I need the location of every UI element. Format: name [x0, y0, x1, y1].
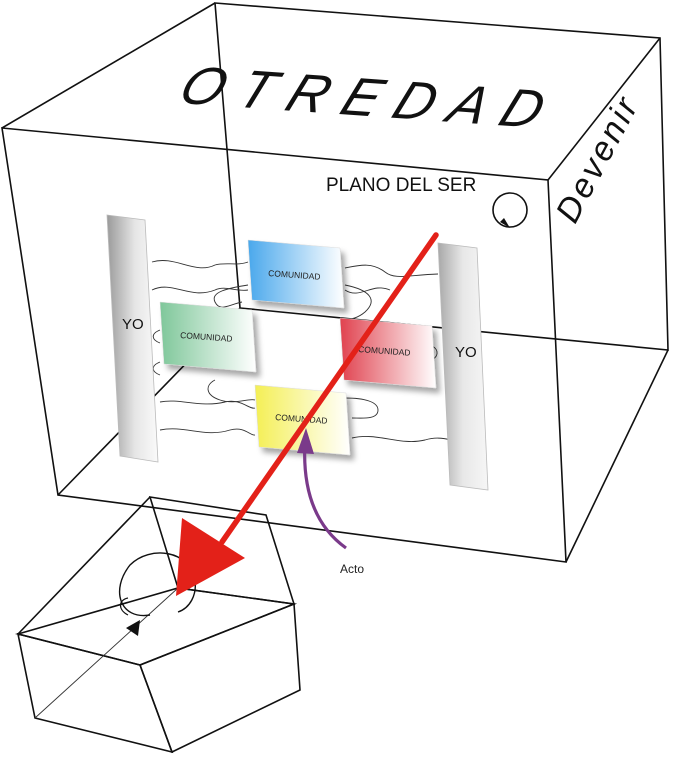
- community-card-green: [159, 301, 257, 373]
- cube-edge-bottom-right: [565, 349, 669, 563]
- community-card-blue: [247, 239, 345, 309]
- small-cube-mid-face: [14, 587, 298, 666]
- pillar-left: YO: [106, 214, 159, 463]
- small-cube-inner-edge: [34, 587, 179, 719]
- side-label-devenir: Devenir: [549, 89, 647, 229]
- pillar-right: YO: [437, 242, 489, 491]
- community-label-yellow: COMUNIDAD: [275, 412, 328, 426]
- yo-left-label: YO: [122, 316, 144, 333]
- plane-label: PLANO DEL SER: [326, 175, 476, 196]
- yo-right-label: YO: [455, 344, 477, 361]
- community-card-yellow: [254, 384, 351, 456]
- community-label-green: COMUNIDAD: [180, 330, 233, 344]
- small-cycle-icon: [119, 552, 197, 636]
- main-red-arrow: [176, 232, 439, 596]
- act-label: Acto: [340, 562, 364, 576]
- community-label-blue: COMUNIDAD: [268, 268, 321, 282]
- title-otredad: OTREDAD: [171, 55, 570, 140]
- act-arrow: [297, 428, 347, 550]
- community-label-red: COMUNIDAD: [358, 344, 411, 358]
- small-cube: [14, 496, 301, 754]
- small-cube-front-face: [16, 632, 174, 754]
- small-cube-edge-left: [17, 496, 151, 635]
- cube-edge-top-right: [547, 37, 661, 181]
- small-cube-right-face: [138, 602, 301, 754]
- cycle-icon: [492, 192, 528, 228]
- cube-edge-top-left: [1, 2, 216, 129]
